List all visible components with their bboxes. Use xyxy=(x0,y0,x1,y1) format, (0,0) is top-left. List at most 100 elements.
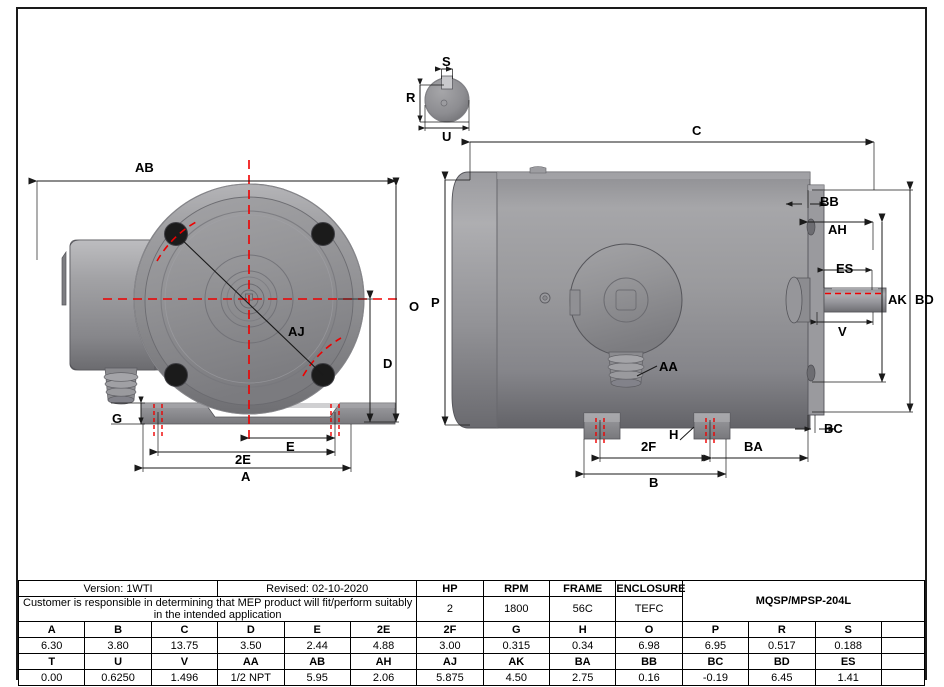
dim-value: 1/2 NPT xyxy=(217,669,285,686)
dim-value: 13.75 xyxy=(150,637,219,654)
dim-value: 0.6250 xyxy=(84,669,152,686)
dim-label-BA: BA xyxy=(744,439,763,454)
dim-label-E: E xyxy=(286,439,295,454)
dim-header: E xyxy=(283,621,351,638)
dim-header: AA xyxy=(217,653,285,670)
dim-header: S xyxy=(814,621,882,638)
dim-label-AB: AB xyxy=(135,160,154,175)
dim-label-R: R xyxy=(406,90,416,105)
dim-header: BC xyxy=(681,653,750,670)
dim-label-2F: 2F xyxy=(641,439,657,454)
dim-header: AK xyxy=(482,653,551,670)
spec-header-rpm: RPM xyxy=(482,580,551,597)
dim-header: C xyxy=(150,621,219,638)
dim-value: 3.00 xyxy=(416,637,484,654)
dim-label-BD: BD xyxy=(915,292,934,307)
dim-value: 4.50 xyxy=(482,669,551,686)
spec-value-frame: 56C xyxy=(548,596,617,622)
dim-value: 0.16 xyxy=(615,669,683,686)
dim-label-A: A xyxy=(241,469,251,484)
dim-label-AK: AK xyxy=(888,292,907,307)
dim-value-row-2: 0.00 0.6250 1.496 1/2 NPT 5.95 2.06 5.87… xyxy=(17,669,926,686)
dim-label-AJ: AJ xyxy=(288,324,305,339)
dim-value: 6.45 xyxy=(748,669,816,686)
dim-header: G xyxy=(482,621,551,638)
dim-header: U xyxy=(84,653,152,670)
dim-label-B: B xyxy=(649,475,659,490)
dim-label-D: D xyxy=(383,356,393,371)
dim-value: 2.06 xyxy=(349,669,418,686)
dim-value: 5.95 xyxy=(283,669,351,686)
spec-header-hp: HP xyxy=(416,580,484,597)
dim-label-AA: AA xyxy=(659,359,678,374)
dim-header: ES xyxy=(814,653,882,670)
dim-header: O xyxy=(615,621,683,638)
dim-header: A xyxy=(17,621,86,638)
dim-value: 0.188 xyxy=(814,637,882,654)
dim-label-BB: BB xyxy=(820,194,839,209)
dim-value-empty xyxy=(880,669,926,686)
dim-value: 1.496 xyxy=(150,669,219,686)
dim-value: 4.88 xyxy=(349,637,418,654)
dim-value: 0.34 xyxy=(548,637,617,654)
dim-label-ES: ES xyxy=(836,261,854,276)
dim-label-G: G xyxy=(112,411,123,426)
revised-cell: Revised: 02-10-2020 xyxy=(217,580,418,597)
dim-value: 2.44 xyxy=(283,637,351,654)
dim-value: 2.75 xyxy=(548,669,617,686)
title-block-table: Version: 1WTI Revised: 02-10-2020 HP RPM… xyxy=(17,580,926,686)
titleblock-row-disclaimer: Customer is responsible in determining t… xyxy=(17,596,925,622)
dim-value: 1.41 xyxy=(814,669,882,686)
spec-value-enclosure: TEFC xyxy=(615,596,683,622)
dim-header-row-1: A B C D E 2E 2F G H O P R S xyxy=(17,621,926,638)
side-profile-view xyxy=(441,138,914,478)
dim-header: T xyxy=(17,653,86,670)
dim-value: 0.315 xyxy=(482,637,551,654)
dim-label-O: O xyxy=(409,299,420,314)
spec-value-rpm: 1800 xyxy=(482,596,551,622)
shaft-end-view xyxy=(417,66,470,131)
dim-header: V xyxy=(150,653,219,670)
dim-header: BD xyxy=(748,653,816,670)
dim-header: 2F xyxy=(416,621,484,638)
front-flange-view xyxy=(28,160,400,472)
dim-label-P: P xyxy=(431,295,440,310)
spec-value-hp: 2 xyxy=(416,596,484,622)
dim-header: AH xyxy=(349,653,418,670)
dim-header: H xyxy=(548,621,617,638)
dim-header: B xyxy=(84,621,152,638)
dim-value: 6.95 xyxy=(681,637,750,654)
dim-header: AJ xyxy=(416,653,484,670)
dim-header: D xyxy=(217,621,285,638)
titleblock-row-version: Version: 1WTI Revised: 02-10-2020 HP RPM… xyxy=(17,580,926,622)
dim-header: BA xyxy=(548,653,617,670)
title-block: Version: 1WTI Revised: 02-10-2020 HP RPM… xyxy=(17,580,926,686)
model-number: MQSP/MPSP-204L xyxy=(681,580,926,622)
dim-header-row-2: T U V AA AB AH AJ AK BA BB BC BD ES xyxy=(17,653,926,670)
dim-value: 6.98 xyxy=(615,637,683,654)
dim-label-C: C xyxy=(692,123,702,138)
dim-value: 5.875 xyxy=(416,669,484,686)
dim-header-empty xyxy=(880,621,926,638)
dim-header: 2E xyxy=(349,621,418,638)
dim-value: 3.50 xyxy=(217,637,285,654)
dim-header: R xyxy=(748,621,816,638)
dim-value: 6.30 xyxy=(17,637,86,654)
disclaimer-text: Customer is responsible in determining t… xyxy=(17,596,418,622)
dim-header: BB xyxy=(615,653,683,670)
dim-label-AH: AH xyxy=(828,222,847,237)
dim-value: 0.517 xyxy=(748,637,816,654)
dim-label-BC: BC xyxy=(824,421,843,436)
spec-header-enclosure: ENCLOSURE xyxy=(615,580,686,597)
technical-drawing-canvas xyxy=(28,66,914,478)
dim-value-empty xyxy=(880,637,926,654)
dim-header-empty xyxy=(880,653,926,670)
dim-value: 3.80 xyxy=(84,637,152,654)
dim-header: P xyxy=(681,621,750,638)
dim-value-row-1: 6.30 3.80 13.75 3.50 2.44 4.88 3.00 0.31… xyxy=(17,637,926,654)
dim-label-2E: 2E xyxy=(235,452,251,467)
dim-label-U: U xyxy=(442,129,452,144)
dim-label-S: S xyxy=(442,54,451,69)
dim-header: AB xyxy=(283,653,351,670)
